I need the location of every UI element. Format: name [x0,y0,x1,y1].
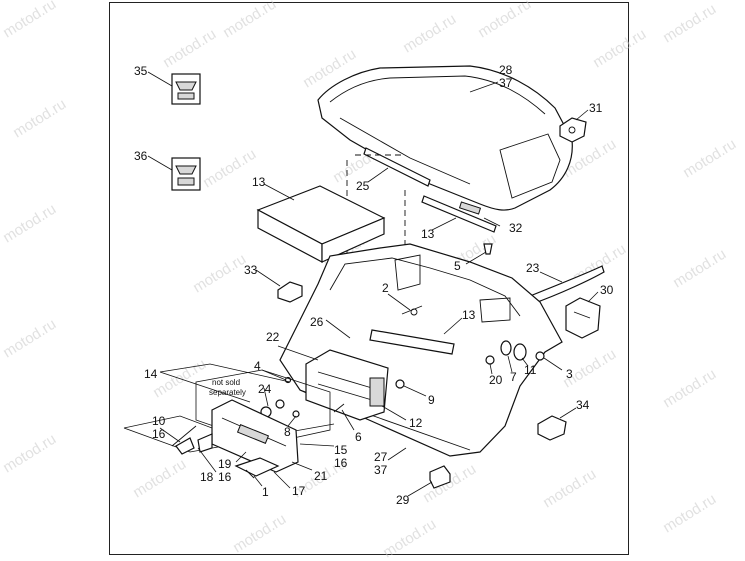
callout-28: 28 [499,63,513,77]
callout-3: 3 [566,367,573,381]
callout-37: 37 [374,463,388,477]
callout-14: 14 [144,367,158,381]
key-10 [171,425,213,455]
callout-5: 5 [454,259,461,273]
callout-36: 36 [134,149,148,163]
callout-10: 10 [152,414,166,428]
callout-25: 25 [356,179,370,193]
leader-lines [147,71,599,497]
callout-9: 9 [428,393,435,407]
callout-35: 35 [134,64,148,78]
callout-22: 22 [266,330,280,344]
callout-26: 26 [310,315,324,329]
callout-34: 34 [576,398,590,412]
callout-13: 13 [462,308,476,322]
note-separately: separately [209,388,246,397]
callout-30: 30 [600,283,614,297]
callout-29: 29 [396,493,410,507]
callout-16: 16 [152,427,166,441]
weatherstrip-23 [529,265,605,305]
callout-6: 6 [355,430,362,444]
pad-33 [277,281,303,303]
bracket-30 [565,297,601,339]
callout-20: 20 [489,373,503,387]
decal-35 [171,73,201,105]
callout-13: 13 [252,175,266,189]
callout-11: 11 [524,363,537,377]
callout-21: 21 [314,469,328,483]
callout-8: 8 [284,425,291,439]
callout-2: 2 [382,281,389,295]
seal-strip-25 [363,147,431,187]
note-not-sold: not sold [212,378,240,387]
callout-23: 23 [526,261,540,275]
callout-17: 17 [292,484,306,498]
trim-strip-32 [421,195,497,233]
callout-1: 1 [262,485,269,499]
plate-17 [234,457,280,479]
pin-29 [429,465,451,489]
hardware-set [485,340,545,365]
callout-15: 15 [334,443,348,457]
callout-7: 7 [510,370,517,384]
callout-37: 37 [499,76,513,90]
callout-13: 13 [421,227,435,241]
callout-33: 33 [244,263,258,277]
bumper-31 [559,117,587,143]
callout-4: 4 [254,359,261,373]
screw-5 [483,243,493,255]
callout-27: 27 [374,450,388,464]
callout-24: 24 [258,382,272,396]
diagram-frame [109,2,629,555]
hinge-13 [369,305,455,355]
callout-12: 12 [409,416,423,430]
callout-16: 16 [334,456,348,470]
group-outline-14 [159,363,291,383]
callout-18: 18 [200,470,214,484]
callout-32: 32 [509,221,523,235]
callout-16: 16 [218,470,232,484]
nut-9 [395,379,405,389]
callout-19: 19 [218,457,232,471]
decal-36 [171,157,201,191]
group-outline-14 [159,371,251,403]
latch-plate-22 [305,349,389,421]
liner-13 [256,185,386,263]
pad-34 [537,415,567,441]
callout-31: 31 [589,101,603,115]
